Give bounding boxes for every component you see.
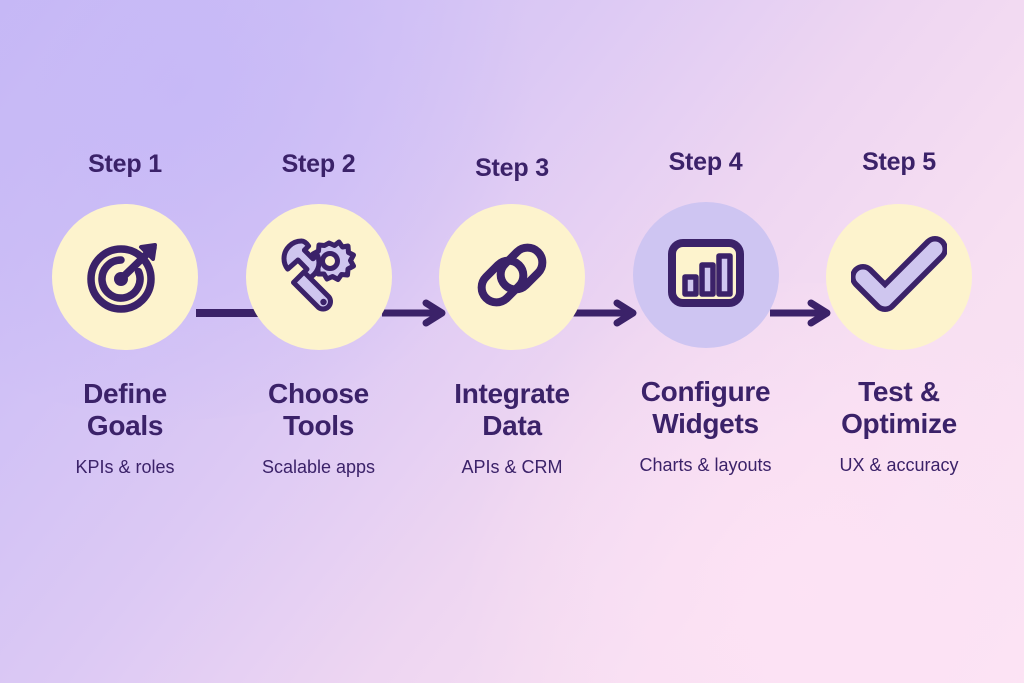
step-1-label: Step 1 xyxy=(88,150,162,178)
wrench-gear-icon xyxy=(271,229,367,326)
step-2-caption: Scalable apps xyxy=(261,456,376,477)
step-2-title-line2: Tools xyxy=(282,410,355,442)
step-5-label: Step 5 xyxy=(862,148,936,176)
step-4-label: Step 4 xyxy=(668,148,743,176)
step-2-icon-circle xyxy=(245,204,392,350)
step-5-title-line2: Optimize xyxy=(841,408,957,440)
step-3-icon-circle xyxy=(439,204,585,350)
connector-3-4 xyxy=(572,299,638,327)
step-3-label: Step 3 xyxy=(475,154,549,182)
step-2: Step 2 Choose Tools Scalable xyxy=(228,152,410,479)
step-3-caption: APIs & CRM xyxy=(461,456,563,477)
target-icon xyxy=(79,229,171,326)
step-3-title: Integrate Data xyxy=(454,378,570,443)
step-1: Step 1 Define Goals KPIs & roles xyxy=(34,152,216,479)
connector-2-3 xyxy=(382,299,446,327)
checkmark-icon xyxy=(850,229,948,326)
step-5-title: Test & Optimize xyxy=(841,376,957,441)
chain-link-icon xyxy=(468,229,556,326)
step-3: Step 3 Integrate Data APIs & CRM xyxy=(421,152,603,479)
step-4-icon-circle xyxy=(632,202,779,348)
step-4-title: Configure Widgets xyxy=(641,376,771,441)
step-4: Step 4 Configure Widgets Charts & layout… xyxy=(615,148,797,477)
step-5-title-line1: Test & xyxy=(858,376,940,407)
step-1-icon-circle xyxy=(52,204,198,350)
step-2-label: Step 2 xyxy=(281,150,356,178)
connector-4-5 xyxy=(770,299,832,327)
step-1-title-line2: Goals xyxy=(86,410,164,442)
step-5: Step 5 Test & Optimize UX & accuracy xyxy=(808,148,990,477)
step-1-title: Define Goals xyxy=(83,378,167,443)
step-1-caption: KPIs & roles xyxy=(75,456,175,477)
step-1-title-line1: Define xyxy=(83,378,167,409)
bar-chart-icon xyxy=(662,229,750,322)
step-3-title-line2: Data xyxy=(482,410,542,442)
step-4-title-line2: Widgets xyxy=(652,408,759,440)
step-4-title-line1: Configure xyxy=(640,376,771,407)
step-3-title-line1: Integrate xyxy=(454,378,570,409)
connector-1-2 xyxy=(196,302,260,324)
step-5-icon-circle xyxy=(826,204,972,350)
step-4-caption: Charts & layouts xyxy=(639,454,772,475)
step-2-title: Choose Tools xyxy=(268,378,369,443)
step-2-title-line1: Choose xyxy=(268,378,369,409)
step-5-caption: UX & accuracy xyxy=(839,454,959,475)
